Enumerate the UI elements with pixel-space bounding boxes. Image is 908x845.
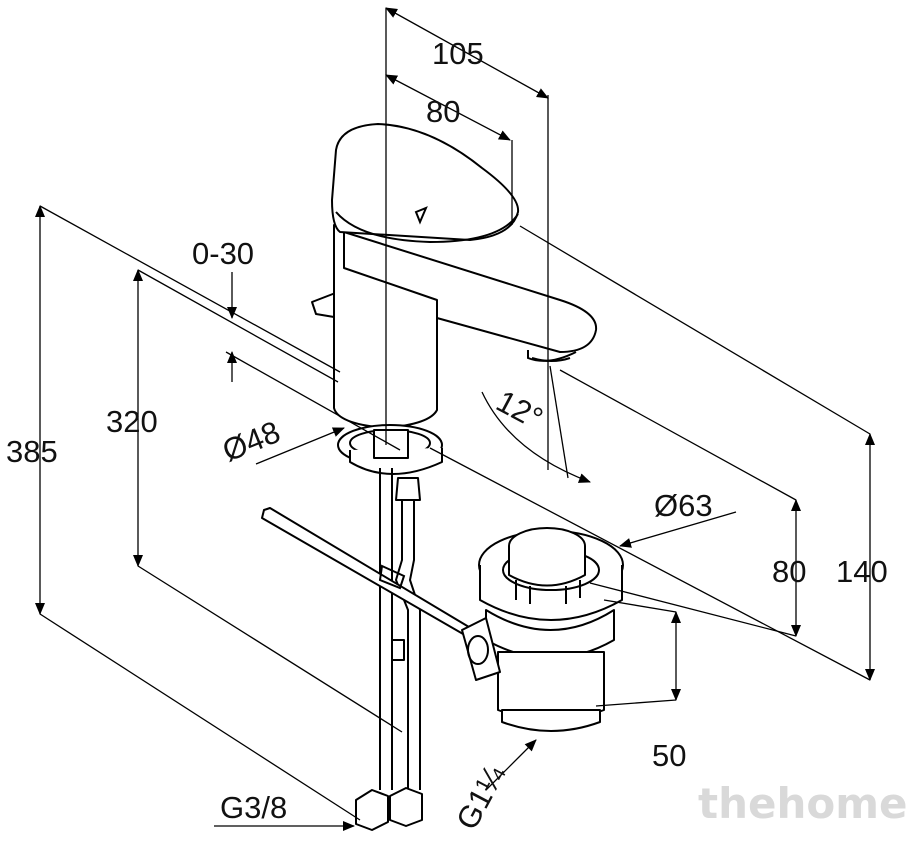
- dimension-lines: [35, 7, 875, 831]
- supply-hoses: [261, 468, 475, 831]
- dim-320-label: 320: [106, 404, 158, 439]
- watermark: thehome: [698, 779, 907, 828]
- pop-up-waste-drawing: [461, 527, 624, 732]
- dim-140-label: 140: [836, 554, 888, 589]
- dim-50-label: 50: [652, 738, 686, 773]
- thread-g114-label: G1¼: [449, 759, 512, 836]
- faucet-drawing: [311, 123, 598, 475]
- dim-d63-label: Ø63: [654, 488, 713, 523]
- dim-105-label: 105: [432, 36, 484, 71]
- dim-80-top-label: 80: [426, 94, 460, 129]
- dim-385-label: 385: [6, 434, 58, 469]
- angle-12-label: 12°: [491, 383, 549, 436]
- thread-g38-label: G3/8: [220, 790, 287, 825]
- dim-d48-label: Ø48: [218, 414, 285, 468]
- dim-0-30-label: 0-30: [192, 236, 254, 271]
- dim-80-right-label: 80: [772, 554, 806, 589]
